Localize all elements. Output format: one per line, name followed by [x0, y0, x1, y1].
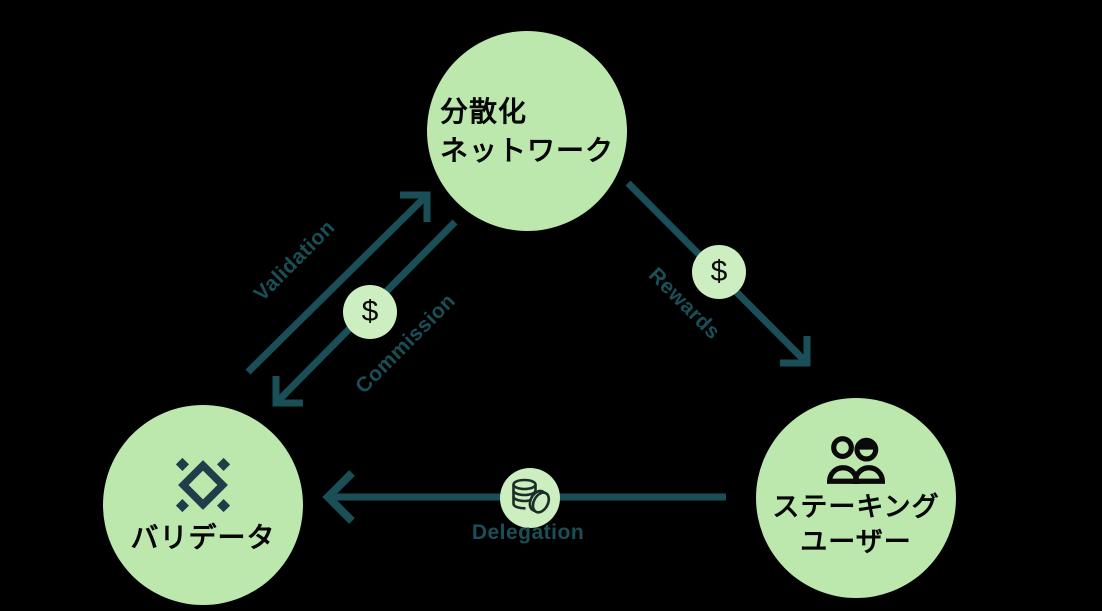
rewards-money-badge: $ [692, 245, 746, 299]
dollar-sign: $ [361, 295, 379, 328]
delegation-edge-label: Delegation [471, 521, 585, 544]
coins-icon [512, 478, 551, 514]
dollar-sign: $ [710, 255, 728, 288]
staker-node: ステーキング ユーザー [756, 398, 956, 598]
network-node-label-line2: ネットワーク [439, 135, 614, 166]
network-node-label: 分散化 ネットワーク [440, 92, 614, 170]
sparkle-diamond-icon [175, 457, 231, 513]
network-node: 分散化 ネットワーク [427, 31, 627, 231]
staker-node-label-line2: ユーザー [800, 527, 912, 557]
staker-node-label-line1: ステーキング [772, 492, 940, 522]
validator-node: バリデータ [103, 405, 303, 605]
users-icon [827, 436, 885, 484]
commission-money-badge: $ [343, 285, 397, 339]
validation-arrow [245, 191, 431, 375]
staker-node-label: ステーキング ユーザー [772, 490, 939, 560]
delegation-coins-badge [500, 468, 560, 528]
validator-node-label: バリデータ [130, 522, 276, 553]
network-node-label-line1: 分散化 [439, 96, 527, 127]
